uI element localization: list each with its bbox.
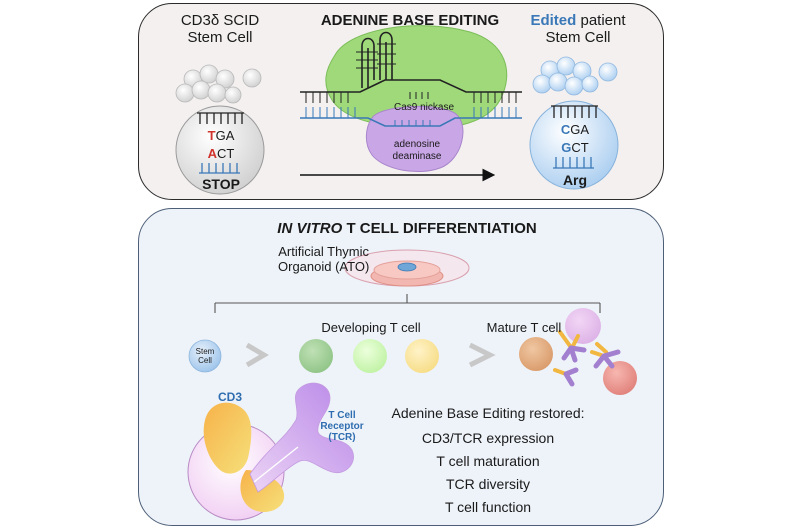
tcr-label-line2: Receptor [320,421,364,432]
result-item-2: T cell maturation [436,453,540,469]
scid-dna-top [197,112,244,124]
base-editing-title: ADENINE BASE EDITING [320,12,500,29]
edited-codon-top-rest: GA [570,122,590,137]
scid-cell-cluster [175,64,262,104]
guide-rna-hairpin [356,31,396,88]
in-vitro-text: IN VITRO [277,220,343,237]
result-item-1: CD3/TCR expression [421,430,555,446]
deaminase-line1: adenosine [393,139,441,150]
differentiation-title: IN VITRO T CELL DIFFERENTIATION [277,220,536,237]
stem-cell-label: Stem Cell [196,347,215,365]
tcr-label: T Cell Receptor (TCR) [320,410,363,443]
edited-stem-cell [529,100,619,190]
edited-dna-top [551,105,598,118]
edited-word: Edited [530,12,577,29]
progress-arrow-1 [245,342,269,368]
differentiation-title-rest: T CELL DIFFERENTIATION [342,220,537,237]
edited-title: Edited patient Stem Cell [530,12,625,46]
antigen-cell-pink [565,308,601,344]
cas9-nickase-shape [325,25,508,129]
scid-mutant-base-top: T [207,128,216,143]
deaminase-label: adenosine deaminase [393,139,442,163]
result-item-3: TCR diversity [445,476,531,492]
stop-label: STOP [202,176,240,192]
progress-arrow-2 [468,342,496,368]
scid-codon-top: TGA [208,128,235,143]
developing-t-cell-label: Developing T cell [321,320,421,335]
arg-label: Arg [562,172,588,188]
scid-stem-cell [175,105,265,195]
adenosine-deaminase-shape [365,105,464,173]
mature-t-cell [519,337,553,371]
cd3-subunit-upper [203,402,252,474]
scid-codon: TGA ACT [208,128,235,161]
lineage-bracket [214,294,601,313]
ato-label: Artificial Thymic Organoid (ATO) [278,244,369,274]
antigen-cell-red [603,361,637,395]
scid-codon-bottom-rest: CT [217,146,235,161]
tcr-label-line1: T Cell [328,410,356,421]
patient-word: patient [576,12,626,29]
ato-label-line1: Artificial Thymic [278,244,370,259]
stem-cell-label-line1: Stem [195,347,215,356]
deaminase-line2: deaminase [392,151,442,162]
scid-title-line2: Stem Cell [187,29,253,46]
results-title: Adenine Base Editing restored: [391,405,585,421]
edited-title-line2: Stem Cell [545,29,611,46]
edited-codon-bottom: GCT [561,140,589,155]
developing-cell-2 [353,339,387,373]
scid-codon-bottom: ACT [208,146,235,161]
edited-codon-top: CGA [561,122,589,137]
edited-base-top: C [560,122,571,137]
ato-label-line2: Organoid (ATO) [278,259,370,274]
edited-base-bottom: G [561,140,572,155]
tcr-chain-line [253,446,299,483]
scid-title-line1: CD3δ SCID [180,12,260,29]
ato-dish [344,249,470,287]
cas9-label: Cas9 nickase [393,102,455,113]
scid-mutant-base-bottom: A [207,146,218,161]
edited-codon: CGA GCT [561,122,589,155]
scid-title: CD3δ SCID Stem Cell [181,12,259,46]
receptor-pair-3 [553,367,579,387]
scid-codon-top-rest: GA [215,128,235,143]
edited-title-line1: Edited patient [530,12,625,29]
target-dna [300,79,522,127]
edited-cell-cluster [532,56,618,96]
receptor-pair-1 [558,330,587,363]
developing-cell-3 [405,339,439,373]
result-item-4: T cell function [444,499,532,515]
mature-t-cell-label: Mature T cell [486,320,562,335]
cd3-label: CD3 [218,390,243,404]
developing-cell-1 [299,339,333,373]
edited-dna-bottom [553,157,594,169]
receptor-pair-2 [590,342,621,369]
stem-cell-label-line2: Cell [198,356,212,365]
stem-cell-node [188,339,222,373]
scid-dna-bottom [199,163,240,174]
edited-codon-bottom-rest: CT [571,140,589,155]
tcr-label-line3: (TCR) [328,432,356,443]
